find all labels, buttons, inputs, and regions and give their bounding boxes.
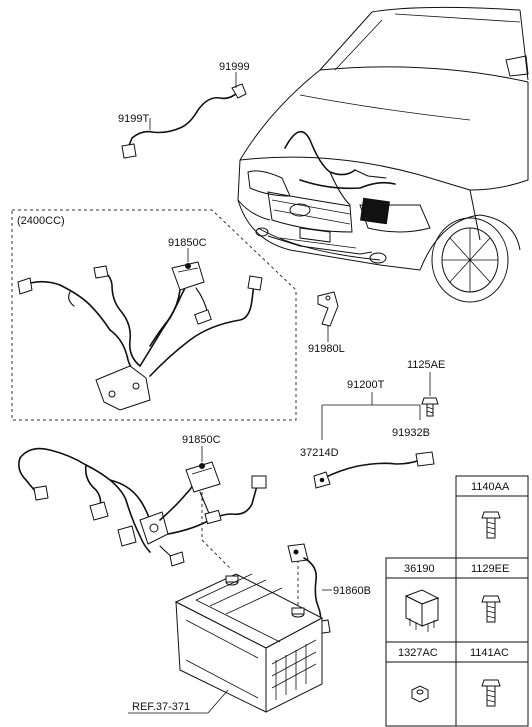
label-91850C-bottom: 91850C	[182, 434, 221, 446]
cable-91200T	[313, 392, 435, 489]
parts-table-code-1129EE: 1129EE	[471, 563, 509, 575]
bolt-icon	[481, 511, 501, 539]
variant-2400cc-box	[11, 209, 297, 421]
bolt-1125AE	[421, 372, 439, 417]
parts-table-code-1327AC: 1327AC	[398, 647, 438, 659]
label-91932B: 91932B	[392, 427, 430, 439]
parts-table-code-36190: 36190	[404, 563, 435, 575]
label-37214D: 37214D	[300, 447, 339, 459]
bolt-icon	[481, 595, 501, 623]
label-1125AE: 1125AE	[407, 359, 445, 371]
label-2400cc: (2400CC)	[17, 215, 65, 227]
nut-icon	[411, 685, 429, 703]
label-91999: 91999	[219, 61, 250, 73]
label-91980L: 91980L	[308, 343, 345, 355]
car-illustration	[237, 6, 529, 303]
label-91860B: 91860B	[333, 585, 371, 597]
harness-2400cc	[17, 261, 263, 411]
battery	[174, 573, 324, 713]
parts-table: 1140AA 36190 1129EE 1327AC 1141AC	[385, 475, 529, 727]
bracket-91980L	[317, 291, 339, 342]
label-ref-37-371: REF.37-371	[132, 701, 190, 713]
label-9199T: 9199T	[118, 113, 149, 125]
parts-table-code-1141AC: 1141AC	[470, 647, 509, 659]
leader-ref-arrow	[207, 689, 229, 714]
bolt-icon	[481, 679, 501, 707]
harness-main	[18, 447, 267, 567]
relation-line-1	[201, 492, 233, 571]
label-91850C-top: 91850C	[168, 237, 207, 249]
relay-icon	[404, 589, 440, 632]
parts-table-code-1140AA: 1140AA	[471, 481, 510, 493]
label-91200T: 91200T	[347, 379, 385, 391]
ground-cable-9199T	[121, 72, 247, 159]
